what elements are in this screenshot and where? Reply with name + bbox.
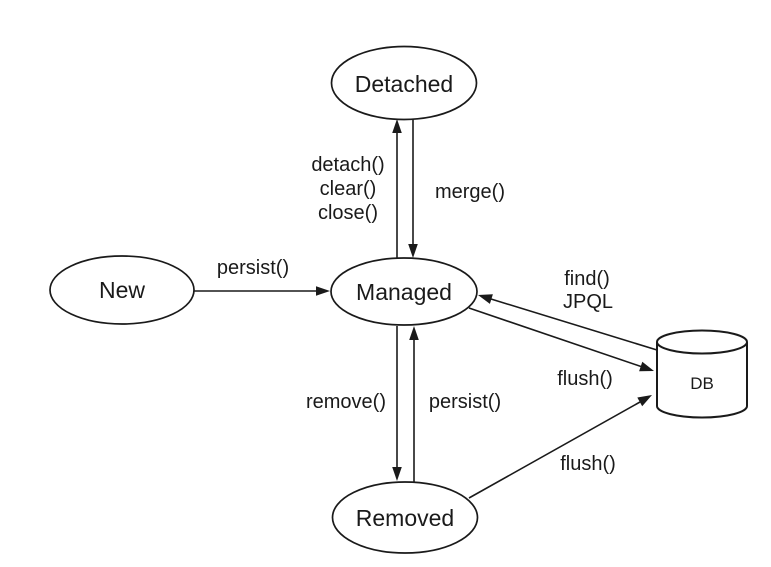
state-removed-ellipse [331, 481, 479, 554]
edge-label-flush-removed-to-db: flush() [560, 453, 616, 475]
edge-label-persist-new-to-managed: persist() [217, 257, 289, 279]
edge-label-merge: merge() [435, 181, 505, 203]
edge-managed-to-db-line [468, 307, 642, 368]
db-label: DB [690, 374, 714, 393]
diagram-edge-labels: persist() detach() clear() close() merge… [217, 154, 616, 475]
edge-label-detach: detach() [311, 154, 384, 176]
edge-label-close: close() [318, 202, 378, 224]
state-removed-label: Removed [356, 505, 454, 531]
edge-detached-to-managed-arrowhead [408, 244, 418, 258]
edge-label-find: find() [564, 268, 610, 290]
db-cylinder: DB [656, 329, 748, 419]
edge-db-to-managed-arrowhead [478, 294, 493, 304]
edge-removed-to-managed-arrowhead [409, 326, 419, 340]
db-cylinder-top [656, 329, 748, 355]
edge-removed-to-db-arrowhead [637, 395, 652, 407]
edge-removed-to-db-line [468, 401, 641, 499]
state-managed-ellipse [330, 257, 478, 326]
edge-label-flush-managed-to-db: flush() [557, 368, 613, 390]
edge-db-to-managed-line [490, 298, 658, 351]
diagram-nodes: New Detached Managed Removed DB [49, 45, 748, 554]
edge-managed-to-db-arrowhead [639, 361, 654, 372]
state-detached-label: Detached [355, 71, 453, 97]
state-new-ellipse [49, 255, 195, 325]
edge-label-jpql: JPQL [563, 291, 613, 313]
db-cylinder-body [656, 342, 748, 419]
edge-label-clear: clear() [320, 178, 377, 200]
state-managed-label: Managed [356, 279, 452, 305]
state-detached-ellipse [330, 45, 478, 121]
edge-label-persist-removed-to-managed: persist() [429, 391, 501, 413]
edge-managed-to-detached-arrowhead [392, 119, 402, 133]
state-new-label: New [99, 277, 145, 303]
edge-label-remove: remove() [306, 391, 386, 413]
diagram-edges [193, 118, 658, 499]
edge-managed-to-removed-arrowhead [392, 467, 402, 481]
edge-new-to-managed-arrowhead [316, 286, 330, 296]
